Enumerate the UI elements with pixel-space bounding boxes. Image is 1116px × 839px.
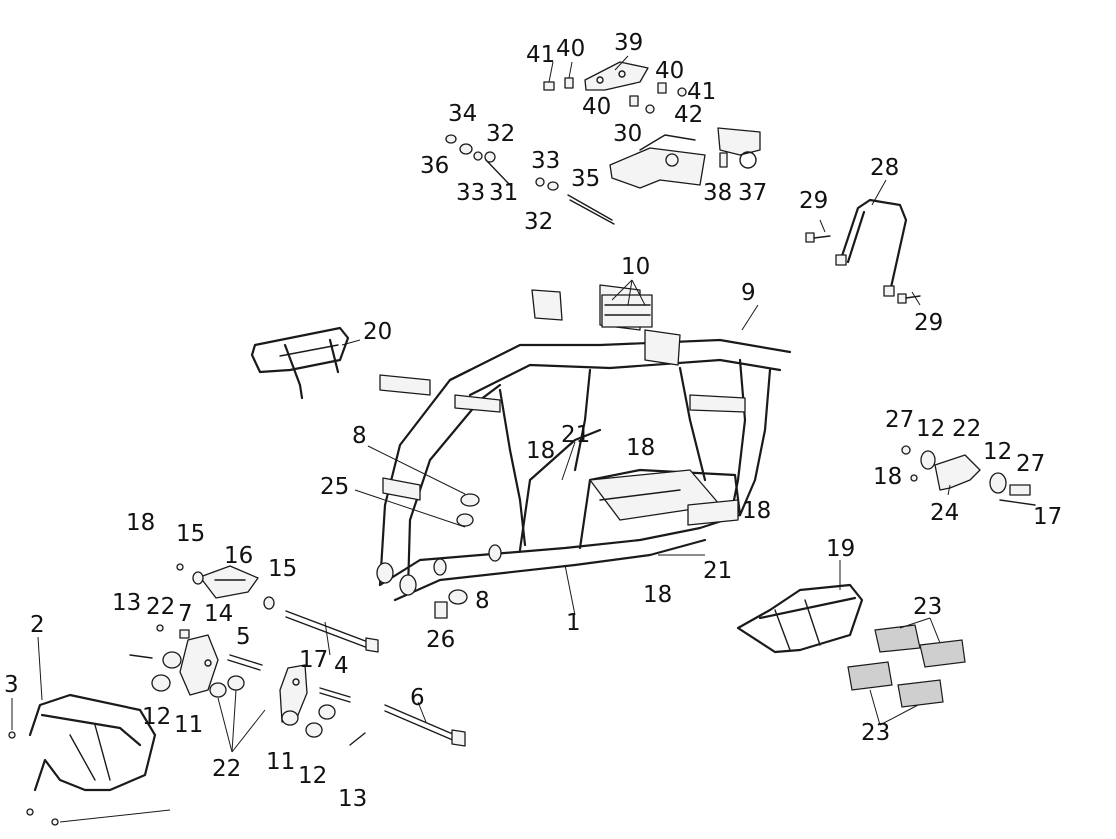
- part-4-spacer-edge: [319, 692, 351, 703]
- leader-9: [741, 304, 759, 331]
- leader-25: [354, 489, 466, 528]
- part-12-bushing-a: [162, 651, 182, 669]
- leader-1: [564, 564, 576, 616]
- part-12-bushing-c: [318, 704, 336, 720]
- part-11-brackets: [179, 634, 308, 723]
- main-frame: [376, 284, 792, 602]
- part-3-bolts: [8, 698, 171, 826]
- part-22-small: [156, 624, 164, 632]
- part-28-handle: [805, 179, 921, 306]
- part-17-long-bolt: [285, 610, 379, 656]
- parts-31-36-pins: [445, 134, 615, 225]
- part-2-front-bumper: [28, 636, 157, 792]
- part-24-bracket: [901, 445, 1036, 506]
- parts-40-41-42-hardware: [543, 61, 687, 114]
- part-13-bolt-b: [349, 732, 366, 746]
- part-30-assembly: [609, 127, 761, 189]
- part-39-bracket: [584, 55, 649, 91]
- part-13-bolt-a: [129, 654, 153, 659]
- leader-21: [561, 441, 576, 481]
- part-5-spacer: [229, 654, 263, 666]
- part-10-clips: [601, 279, 653, 328]
- part-23-footpeg-pads: [847, 617, 966, 726]
- part-12-bushing-b: [151, 674, 171, 692]
- part-5-spacer-edge: [227, 659, 261, 671]
- part-19-footrest: [736, 560, 864, 654]
- part-22-bushing-a: [209, 682, 227, 698]
- part-22-bushing-c: [281, 710, 299, 726]
- part-26-pin: [434, 601, 448, 619]
- part-22-bushing-b: [227, 675, 245, 691]
- part-6-bolt: [384, 701, 466, 747]
- leader-8: [367, 445, 466, 495]
- part-8-cup: [448, 589, 468, 605]
- part-20-front-rack: [250, 326, 361, 400]
- part-4-spacer: [319, 687, 351, 698]
- part-7-collar: [179, 629, 190, 639]
- part-16-clamp: [176, 563, 275, 610]
- part-12-bushing-d: [305, 722, 323, 738]
